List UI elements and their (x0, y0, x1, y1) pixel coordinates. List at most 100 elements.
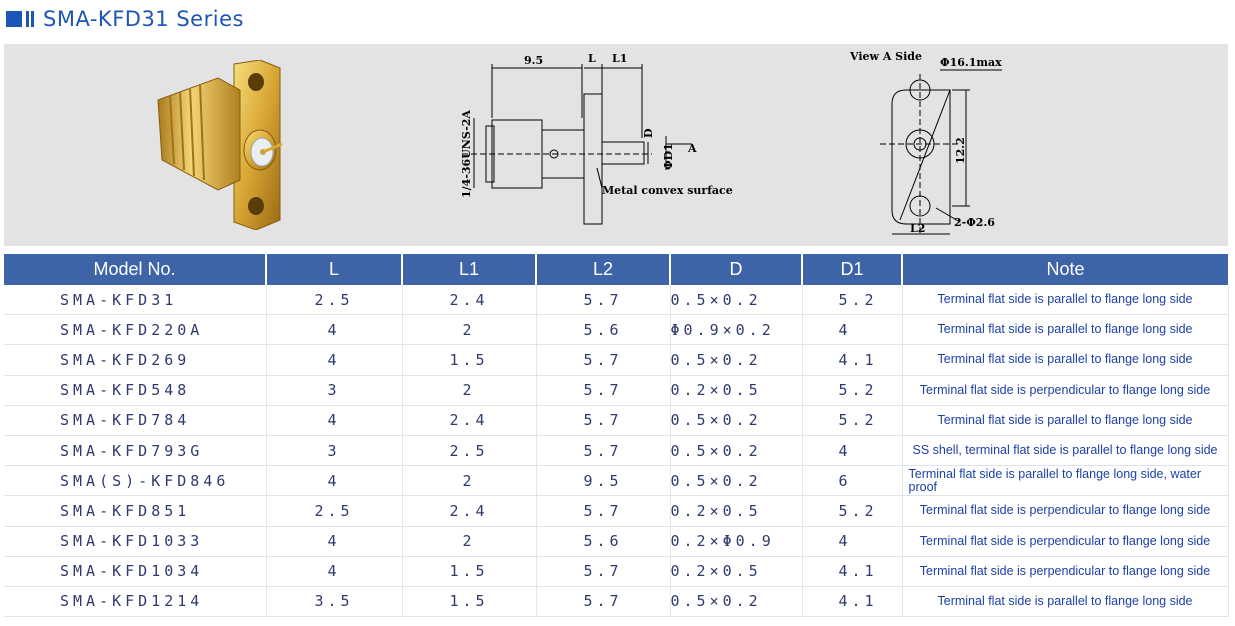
cell-l2: 5.6 (536, 314, 671, 346)
cell-l2: 5.7 (536, 405, 671, 436)
cell-l: 3.5 (266, 586, 403, 618)
table-row: SMA-KFD1034 4 1.5 5.7 0.2×0.5 4.1 Termin… (4, 556, 1229, 587)
dim-D1: ΦD1 (662, 143, 675, 170)
side-view-drawing: 9.5 L L1 1/4-36UNS-2A D ΦD1 A Metal conv… (460, 52, 733, 225)
cell-d1: 5.2 (802, 375, 903, 406)
cell-d: 0.5×0.2 (670, 465, 803, 497)
dim-thread: 1/4-36UNS-2A (460, 110, 473, 198)
cell-l: 4 (266, 344, 403, 376)
cell-l: 2.5 (266, 285, 403, 316)
cell-d1: 4 (802, 526, 903, 557)
dim-diameter: Φ16.1max (940, 56, 1002, 69)
cell-l2: 5.7 (536, 586, 671, 618)
cell-l2: 5.7 (536, 285, 671, 316)
cell-d1: 4.1 (802, 344, 903, 376)
cell-l: 3 (266, 435, 403, 467)
cell-note: Terminal flat side is perpendicular to f… (902, 556, 1229, 587)
table-row: SMA-KFD548 3 2 5.7 0.2×0.5 5.2 Terminal … (4, 375, 1229, 406)
cell-l1: 1.5 (402, 586, 537, 618)
col-header-l: L (266, 254, 403, 285)
cell-d: 0.2×0.5 (670, 375, 803, 406)
table-row: SMA-KFD31 2.5 2.4 5.7 0.5×0.2 5.2 Termin… (4, 285, 1229, 316)
dim-D: D (642, 128, 655, 138)
cell-note: Terminal flat side is parallel to flange… (902, 405, 1229, 436)
cell-note: Terminal flat side is parallel to flange… (902, 586, 1229, 618)
dim-L1: L1 (612, 52, 627, 65)
header-square-icon (6, 11, 22, 27)
table-row: SMA-KFD1033 4 2 5.6 0.2×Φ0.9 4 Terminal … (4, 526, 1229, 557)
cell-d: 0.2×0.5 (670, 495, 803, 527)
table-row: SMA-KFD1214 3.5 1.5 5.7 0.5×0.2 4.1 Term… (4, 586, 1229, 618)
cell-l: 4 (266, 526, 403, 557)
spec-table: Model No. L L1 L2 D D1 Note SMA-KFD31 2.… (4, 254, 1229, 618)
cell-d: 0.2×Φ0.9 (670, 526, 803, 557)
cell-l1: 2.4 (402, 285, 537, 316)
cell-l: 3 (266, 375, 403, 406)
col-header-d1: D1 (802, 254, 903, 285)
cell-model: SMA-KFD31 (4, 285, 267, 316)
cell-l1: 2 (402, 465, 537, 497)
cell-l: 2.5 (266, 495, 403, 527)
cell-d: 0.5×0.2 (670, 344, 803, 376)
col-header-note: Note (902, 254, 1228, 285)
figure-panel: 9.5 L L1 1/4-36UNS-2A D ΦD1 A Metal conv… (4, 44, 1228, 246)
cell-model: SMA-KFD220A (4, 314, 267, 346)
cell-note: Terminal flat side is parallel to flange… (902, 285, 1229, 316)
table-row: SMA-KFD220A 4 2 5.6 Φ0.9×0.2 4 Terminal … (4, 314, 1229, 346)
cell-note: Terminal flat side is parallel to flange… (902, 314, 1229, 346)
table-row: SMA-KFD793G 3 2.5 5.7 0.5×0.2 4 SS shell… (4, 435, 1229, 467)
dim-L2: L2 (910, 222, 925, 235)
cell-l1: 1.5 (402, 556, 537, 587)
cell-d: 0.2×0.5 (670, 556, 803, 587)
cell-d: Φ0.9×0.2 (670, 314, 803, 346)
table-row: SMA-KFD269 4 1.5 5.7 0.5×0.2 4.1 Termina… (4, 344, 1229, 376)
cell-l1: 2 (402, 526, 537, 557)
view-label: View A Side (849, 50, 922, 63)
cell-model: SMA-KFD793G (4, 435, 267, 467)
cell-note: Terminal flat side is perpendicular to f… (902, 495, 1229, 527)
cell-l2: 5.7 (536, 435, 671, 467)
cell-model: SMA(S)-KFD846 (4, 465, 267, 497)
cell-l2: 9.5 (536, 465, 671, 497)
dim-A: A (687, 142, 697, 155)
dim-9-5: 9.5 (524, 54, 543, 67)
cell-l1: 2.4 (402, 405, 537, 436)
col-header-model: Model No. (4, 254, 267, 285)
surface-note: Metal convex surface (602, 184, 733, 197)
cell-d1: 5.2 (802, 495, 903, 527)
cell-model: SMA-KFD1033 (4, 526, 267, 557)
cell-d1: 4 (802, 314, 903, 346)
cell-l1: 2.5 (402, 435, 537, 467)
table-row: SMA-KFD784 4 2.4 5.7 0.5×0.2 5.2 Termina… (4, 405, 1229, 436)
dim-L: L (588, 52, 596, 65)
cell-d1: 5.2 (802, 405, 903, 436)
cell-model: SMA-KFD1214 (4, 586, 267, 618)
cell-l: 4 (266, 405, 403, 436)
cell-d1: 4.1 (802, 556, 903, 587)
col-header-d: D (670, 254, 803, 285)
cell-l2: 5.7 (536, 344, 671, 376)
table-row: SMA(S)-KFD846 4 2 9.5 0.5×0.2 6 Terminal… (4, 465, 1229, 497)
cell-d1: 5.2 (802, 285, 903, 316)
cell-l1: 1.5 (402, 344, 537, 376)
col-header-l2: L2 (536, 254, 671, 285)
cell-model: SMA-KFD269 (4, 344, 267, 376)
cell-l1: 2 (402, 375, 537, 406)
cell-l: 4 (266, 314, 403, 346)
header-bar-icon (31, 11, 34, 27)
cell-l1: 2 (402, 314, 537, 346)
connector-photo (157, 60, 283, 230)
cell-note: Terminal flat side is parallel to flange… (902, 465, 1229, 497)
table-row: SMA-KFD851 2.5 2.4 5.7 0.2×0.5 5.2 Termi… (4, 495, 1229, 527)
cell-note: Terminal flat side is parallel to flange… (902, 344, 1229, 376)
section-header: SMA-KFD31 Series (6, 4, 244, 34)
cell-model: SMA-KFD784 (4, 405, 267, 436)
cell-l: 4 (266, 556, 403, 587)
end-view-drawing: View A Side Φ16.1max 12.2 2-Φ2.6 L2 (849, 50, 1002, 235)
cell-d1: 4 (802, 435, 903, 467)
cell-d: 0.5×0.2 (670, 435, 803, 467)
cell-l: 4 (266, 465, 403, 497)
cell-note: Terminal flat side is perpendicular to f… (902, 375, 1229, 406)
header-bar-icon (26, 11, 29, 27)
page-title: SMA-KFD31 Series (43, 7, 244, 31)
